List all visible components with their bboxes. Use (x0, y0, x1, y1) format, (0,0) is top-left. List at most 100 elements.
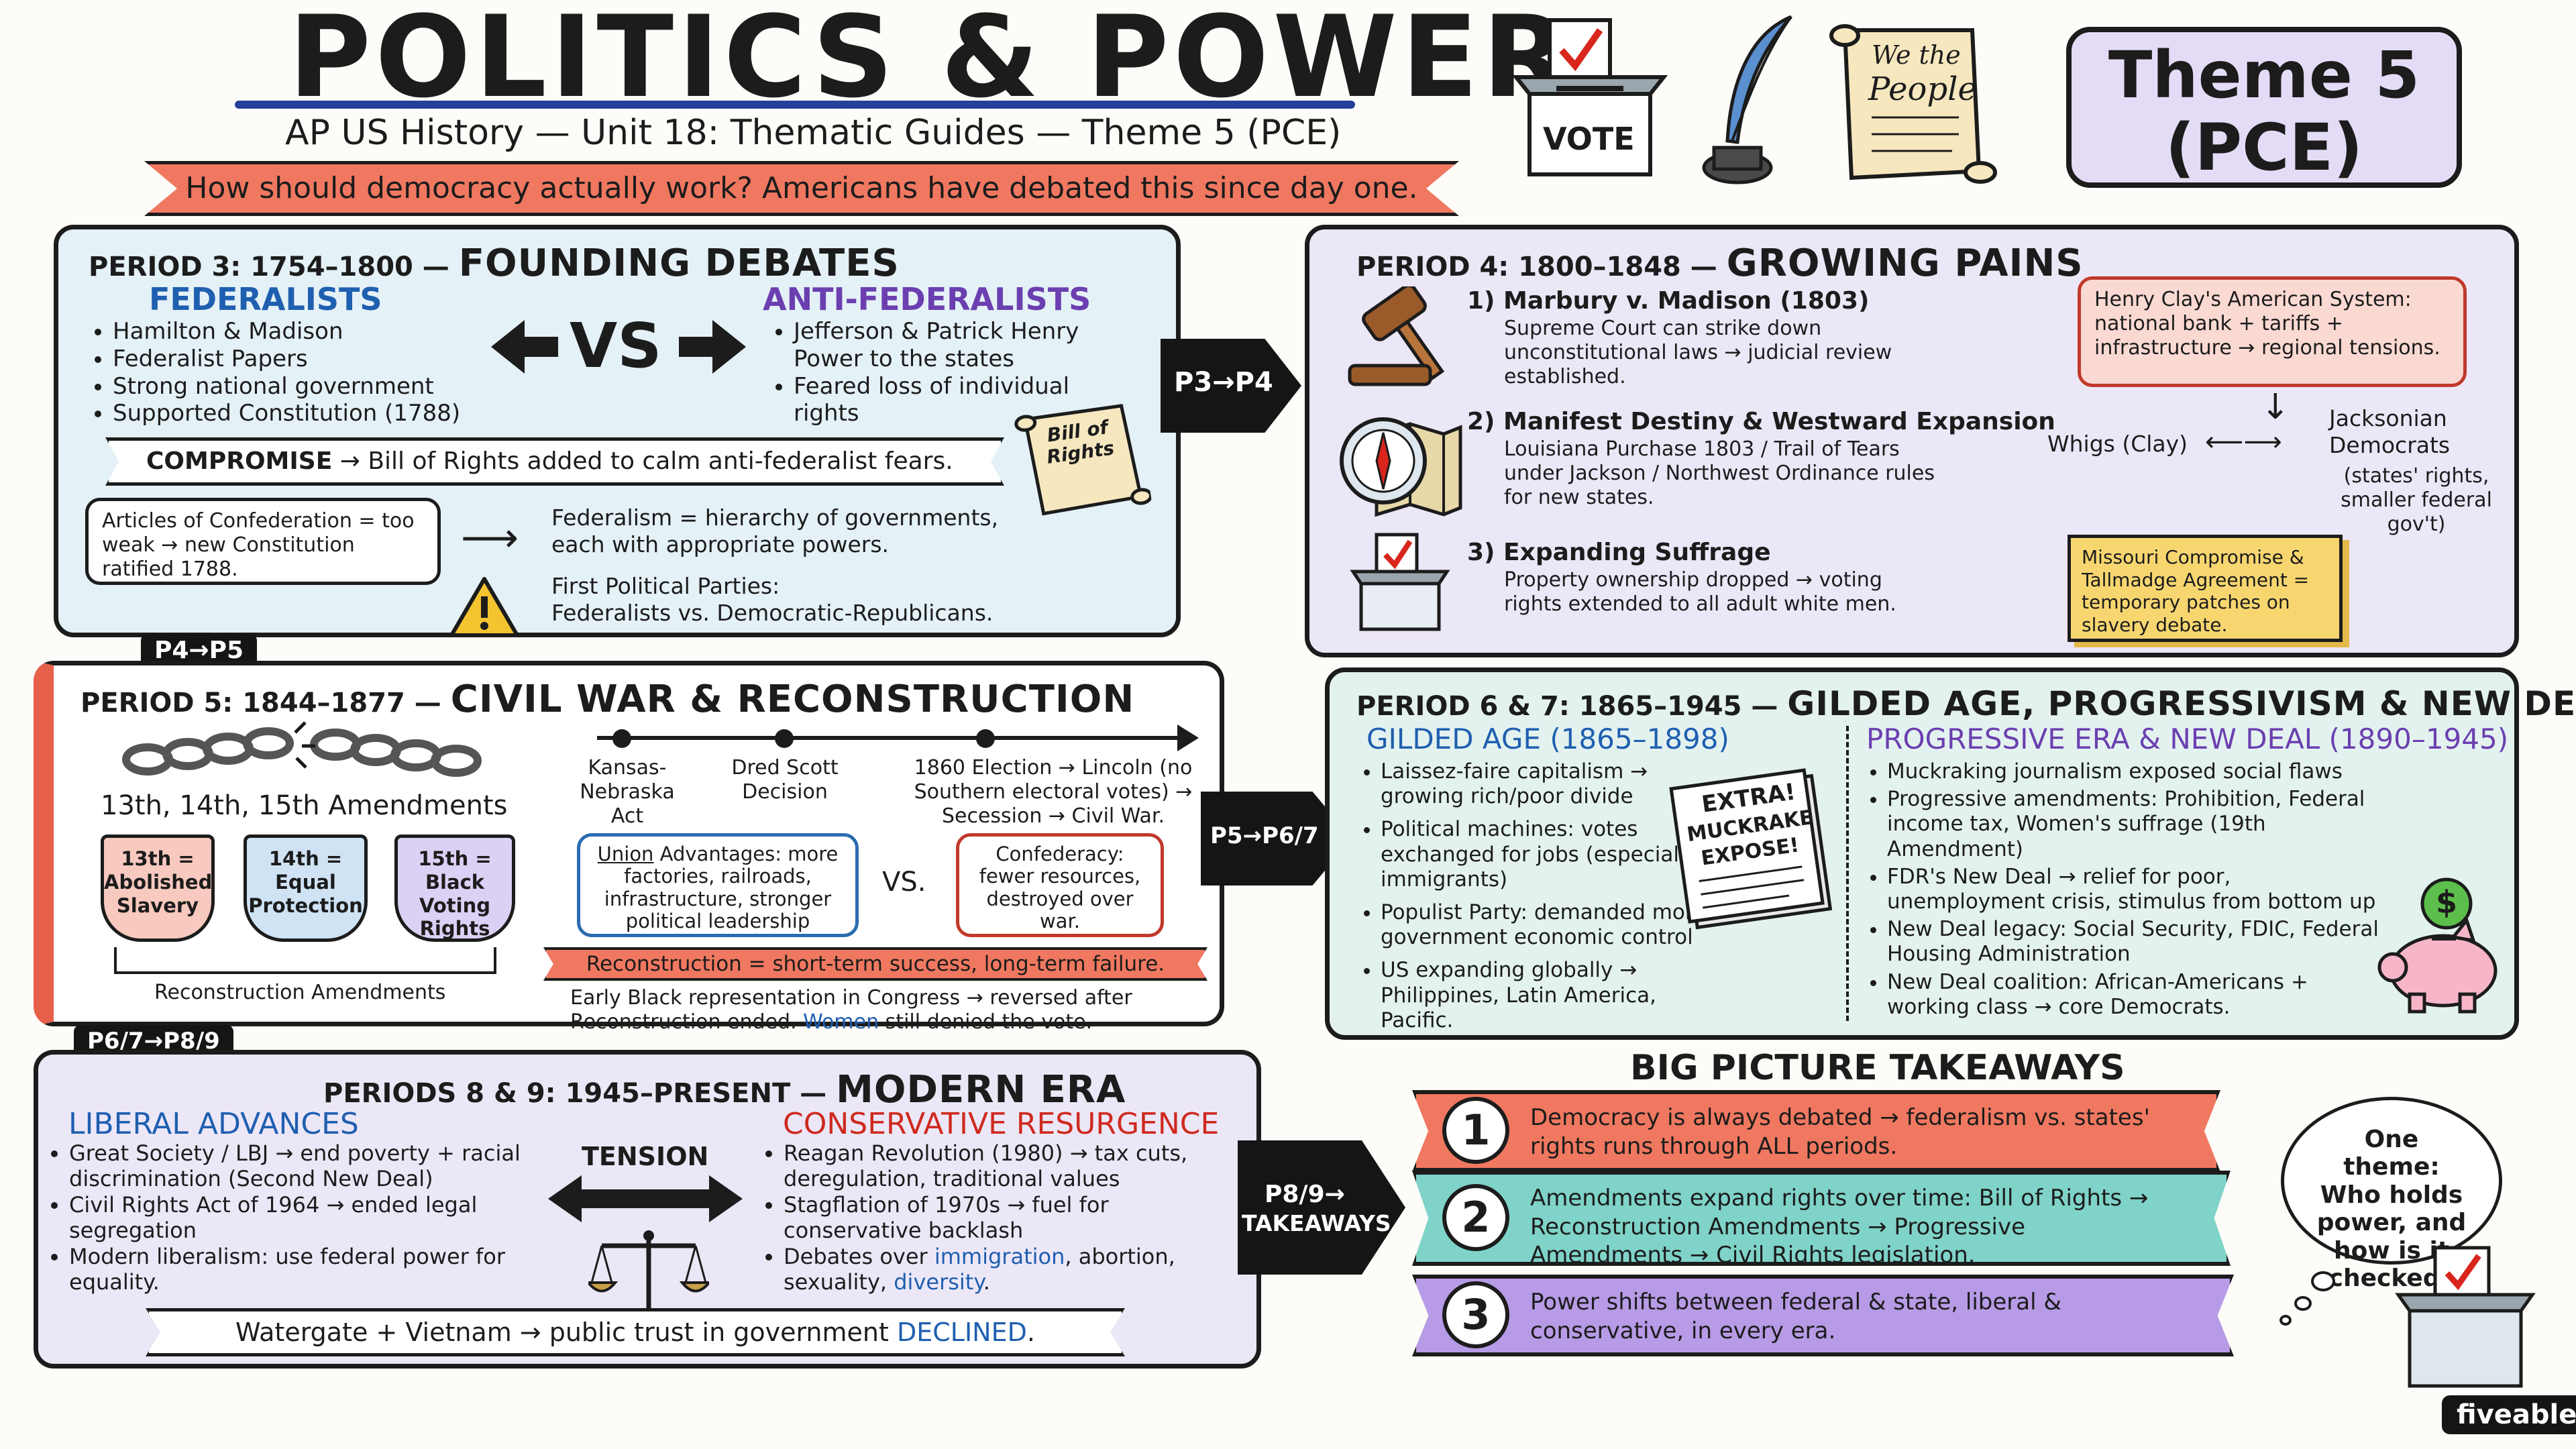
period-5-panel: PERIOD 5: 1844–1877 — CIVIL WAR & RECONS… (34, 661, 1224, 1034)
period-67-label: PERIOD 6 & 7: 1865–1945 — GILDED AGE, PR… (1356, 684, 2576, 723)
list-item: Laissez-faire capitalism → growing rich/… (1381, 759, 1732, 809)
list-item: Supported Constitution (1788) (113, 400, 518, 427)
parties-title: First Political Parties: (551, 573, 780, 599)
timeline-dot (775, 729, 794, 748)
connector-p89-takeaways: P8/9→ TAKEAWAYS (1238, 1140, 1405, 1275)
list-item: Reagan Revolution (1980) → tax cuts, der… (784, 1140, 1242, 1192)
union-label: Union (597, 843, 654, 865)
connector-p3-p4: P3→P4 (1161, 339, 1301, 433)
marbury-text: Supreme Court can strike down unconstitu… (1504, 317, 1892, 388)
bubble-dot (2279, 1315, 2292, 1326)
we-the-people-scroll-icon: We the People (1825, 17, 1999, 191)
progressive-list: Muckraking journalism exposed social fla… (1863, 759, 2379, 1020)
two-way-arrow: ⟵⟶ (2205, 427, 2282, 458)
list-item: Civil Rights Act of 1964 → ended legal s… (69, 1192, 541, 1244)
list-item: US expanding globally → Philippines, Lat… (1381, 958, 1732, 1033)
recon-amendments-label: Reconstruction Amendments (154, 981, 446, 1004)
warning-icon (447, 575, 521, 639)
list-item: Stagflation of 1970s → fuel for conserva… (784, 1192, 1242, 1244)
recon-amend-bracket (114, 947, 496, 974)
period-3-panel: PERIOD 3: 1754–1800 — FOUNDING DEBATES F… (54, 225, 1181, 637)
list-item: Great Society / LBJ → end poverty + raci… (69, 1140, 541, 1192)
amendments-title: 13th, 14th, 15th Amendments (101, 790, 508, 821)
vs-arrows-icon (491, 310, 746, 384)
broken-chain-icon (114, 719, 490, 783)
period-5-title: CIVIL WAR & RECONSTRUCTION (450, 678, 1135, 721)
period-4-title: GROWING PAINS (1726, 241, 2084, 285)
period-67-title: GILDED AGE, PROGRESSIVISM & NEW DEAL (1787, 684, 2576, 723)
theme-badge: Theme 5 (PCE) (2066, 27, 2462, 188)
timeline-event: Kansas-Nebraska Act (580, 756, 675, 828)
compass-map-icon (1336, 407, 1464, 521)
period-4-panel: PERIOD 4: 1800–1848 — GROWING PAINS 1) M… (1305, 225, 2519, 657)
bubble-dot (2311, 1271, 2335, 1291)
bill-of-rights-scroll-icon: Bill of Rights (1010, 396, 1153, 523)
thought-bubble: One theme: Who holds power, and how is i… (2281, 1097, 2502, 1292)
jacksonian-title: Jacksonian Democrats (2329, 405, 2451, 458)
list-item: New Deal coalition: African-Americans + … (1887, 970, 2379, 1020)
timeline-line (597, 736, 1187, 740)
theme-badge-line2: (PCE) (2165, 110, 2363, 185)
list-item: Debates over immigration, abortion, sexu… (784, 1244, 1242, 1295)
timeline-event: Dred Scott Decision (731, 756, 839, 804)
list-item: FDR's New Deal → relief for poor, unempl… (1887, 865, 2379, 914)
coin-symbol: $ (2436, 884, 2458, 920)
confederacy-box: Confederacy: fewer resources, destroyed … (956, 833, 1164, 937)
period-3-label: PERIOD 3: 1754–1800 — FOUNDING DEBATES (89, 241, 900, 285)
union-box: Union Advantages: more factories, railro… (577, 833, 859, 937)
muckrake-newspaper-icon: EXTRA! MUCKRAKE EXPOSE! (1665, 763, 1839, 937)
liberal-advances-heading: LIBERAL ADVANCES (68, 1107, 359, 1141)
shield-13th: 13th = Abolished Slavery (101, 835, 215, 942)
tension-label: TENSION (582, 1142, 709, 1171)
takeaways-title: BIG PICTURE TAKEAWAYS (1630, 1048, 2125, 1088)
main-title: POLITICS & POWER (288, 0, 1573, 123)
women-highlight: Women (803, 1010, 879, 1034)
federalists-heading: FEDERALISTS (149, 281, 382, 317)
parties-text: Federalists vs. Democratic-Republicans. (551, 600, 994, 626)
jacksonian-text: (states' rights, smaller federal gov't) (2341, 464, 2492, 536)
takeaway-3: Power shifts between federal & state, li… (1412, 1275, 2234, 1356)
timeline-event: 1860 Election → Lincoln (no Southern ele… (914, 756, 1193, 828)
vs-label-p5: VS. (882, 867, 926, 898)
shield-14th: 14th = Equal Protection (244, 835, 368, 942)
ballot-box-bottom-icon (2388, 1241, 2542, 1395)
compromise-banner: COMPROMISE → Bill of Rights added to cal… (105, 437, 1004, 486)
conservative-heading: CONSERVATIVE RESURGENCE (783, 1107, 1220, 1141)
anti-federalists-heading: ANTI-FEDERALISTS (763, 281, 1091, 317)
period-4-label: PERIOD 4: 1800–1848 — GROWING PAINS (1356, 241, 2084, 285)
ballot-box-small-icon (1346, 531, 1454, 632)
list-item: Hamilton & Madison (113, 318, 518, 345)
ballot-box-icon: VOTE (1509, 13, 1670, 181)
reconstruction-note: Early Black representation in Congress →… (570, 986, 1132, 1034)
gavel-icon (1336, 284, 1457, 394)
shield-15th: 15th = Black Voting Rights (394, 835, 515, 942)
whigs-label: Whigs (Clay) (2047, 431, 2188, 457)
quill-icon (1697, 13, 1805, 188)
manifest-destiny-title: 2) Manifest Destiny & Westward Expansion (1467, 408, 2055, 435)
list-item: Federalist Papers (113, 345, 518, 373)
takeaway-number-3: 3 (1442, 1281, 1509, 1348)
federalists-list: Hamilton & Madison Federalist Papers Str… (89, 318, 518, 427)
watergate-banner: Watergate + Vietnam → public trust in go… (146, 1308, 1125, 1356)
union-text: Advantages: more factories, railroads, i… (604, 843, 839, 933)
declined-highlight: DECLINED (897, 1318, 1027, 1347)
gilded-age-list: Laissez-faire capitalism → growing rich/… (1356, 759, 1732, 1033)
period-89-panel: PERIODS 8 & 9: 1945–PRESENT — MODERN ERA… (34, 1050, 1261, 1368)
takeaway-number-1: 1 (1442, 1097, 1509, 1164)
list-item: Jefferson & Patrick Henry Power to the s… (794, 318, 1118, 373)
missouri-note: Missouri Compromise & Tallmadge Agreemen… (2068, 535, 2343, 642)
period-3-title: FOUNDING DEBATES (458, 241, 900, 285)
vote-label: VOTE (1543, 121, 1635, 157)
period-5-label: PERIOD 5: 1844–1877 — CIVIL WAR & RECONS… (80, 678, 1135, 721)
manifest-destiny-text: Louisiana Purchase 1803 / Trail of Tears… (1504, 437, 1935, 509)
list-item: New Deal legacy: Social Security, FDIC, … (1887, 917, 2379, 967)
compromise-text: → Bill of Rights added to calm anti-fede… (339, 447, 953, 475)
list-item: Political machines: votes exchanged for … (1381, 817, 1732, 892)
liberal-advances-list: Great Society / LBJ → end poverty + raci… (45, 1140, 541, 1295)
suffrage-title: 3) Expanding Suffrage (1467, 539, 1771, 566)
takeaway-number-2: 2 (1442, 1184, 1509, 1251)
federalism-text: Federalism = hierarchy of governments, e… (551, 504, 999, 557)
immigration-highlight: immigration (934, 1243, 1065, 1269)
tension-arrows-icon (548, 1172, 743, 1226)
diversity-highlight: diversity (894, 1269, 983, 1295)
